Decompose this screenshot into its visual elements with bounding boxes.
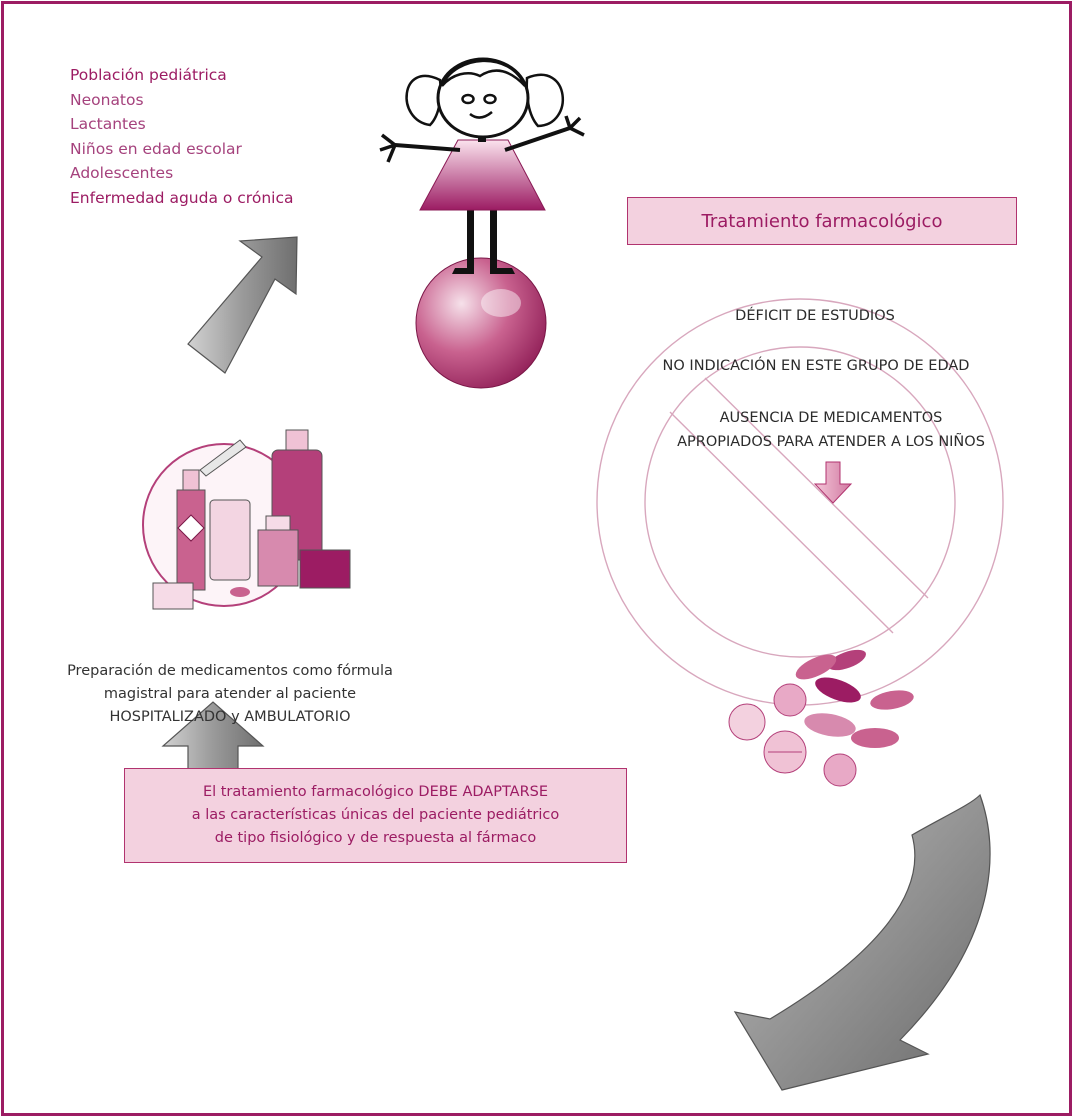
population-item: Niños en edad escolar [70,139,242,158]
preparation-line: HOSPITALIZADO y AMBULATORIO [109,709,351,725]
preparation-line: magistral para atender al paciente [103,686,357,702]
population-item: Lactantes [70,115,146,133]
barrier-absence-line2: APROPIADOS PARA ATENDER A LOS NIÑOS [677,434,985,450]
population-item: Neonatos [70,90,144,109]
girl-on-ball-illustration [379,57,585,389]
down-arrow-icon [813,461,853,504]
adaptation-line: a las características únicas del pacient… [191,807,560,823]
pills-illustration [728,649,914,787]
preparation-line: Preparación de medicamentos como fórmula [67,663,393,679]
barrier-no-indication: NO INDICACIÓN EN ESTE GRUPO DE EDAD [662,358,970,374]
preparation-text: Preparación de medicamentos como fórmula… [20,660,440,729]
adaptation-box: El tratamiento farmacológico DEBE ADAPTA… [124,768,627,863]
population-title: Población pediátrica [70,66,227,84]
population-item: Adolescentes [70,164,174,182]
barrier-no-studies: DÉFICIT DE ESTUDIOS [735,308,895,324]
medicine-bottles-illustration [142,429,351,610]
population-condition: Enfermedad aguda o crónica [70,188,294,207]
adaptation-line: de tipo fisiológico y de respuesta al fá… [214,830,537,846]
treatment-label-box: Tratamiento farmacológico [627,197,1017,245]
gray-arrow-icon [187,236,298,374]
treatment-label: Tratamiento farmacológico [701,210,943,232]
adaptation-line: El tratamiento farmacológico DEBE ADAPTA… [202,784,549,800]
barrier-absence-line1: AUSENCIA DE MEDICAMENTOS [719,410,943,426]
curved-arrow-icon [733,793,991,1091]
population-list: Población pediátrica Neonatos Lactantes … [70,63,293,210]
